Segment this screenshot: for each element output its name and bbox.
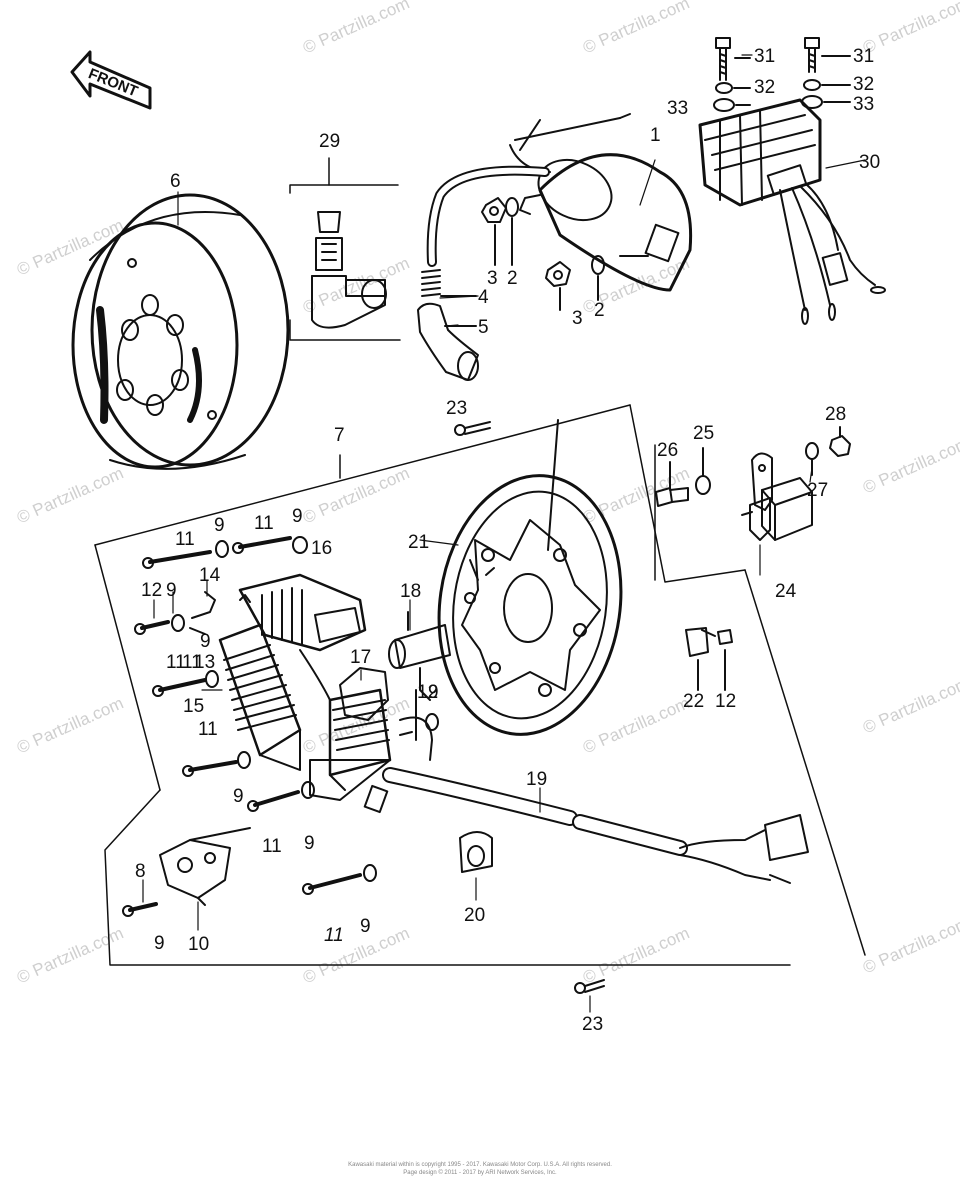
callout-11: 11 — [262, 836, 282, 857]
callout-33: 33 — [853, 94, 875, 115]
callout-9: 9 — [166, 580, 177, 601]
contact-breaker — [159, 827, 251, 906]
callout-9: 9 — [360, 916, 371, 937]
callout-9: 9 — [154, 933, 165, 954]
callout-31: 31 — [853, 46, 875, 67]
callout-32: 32 — [754, 77, 776, 98]
callout-25: 25 — [693, 423, 715, 444]
part-29-bracket — [289, 157, 401, 341]
callout-18: 18 — [400, 581, 422, 602]
callout-8: 8 — [135, 861, 146, 882]
callout-11: 11 — [198, 719, 218, 740]
ignition-coil — [426, 113, 693, 292]
grommet — [459, 831, 493, 873]
callout-32: 32 — [853, 74, 875, 95]
nut-washer-lower — [545, 255, 605, 311]
regulator-bolts — [713, 37, 851, 112]
regulator-rectifier — [698, 98, 886, 325]
callout-28: 28 — [825, 404, 847, 425]
callout-11: 11 — [324, 925, 344, 946]
callout-33: 33 — [667, 98, 689, 119]
callout-12: 12 — [715, 691, 737, 712]
callout-7: 7 — [334, 425, 345, 446]
callout-9: 9 — [200, 631, 211, 652]
spark-plug-cap — [311, 211, 387, 329]
callout-15: 15 — [183, 696, 205, 717]
callout-12: 12 — [141, 580, 163, 601]
callout-2: 2 — [594, 300, 605, 321]
callout-9: 9 — [233, 786, 244, 807]
callout-11: 11 — [166, 652, 186, 673]
callout-3: 3 — [487, 268, 498, 289]
callout-19: 19 — [526, 769, 548, 790]
callout-11: 11 — [175, 529, 195, 550]
callout-27: 27 — [807, 480, 829, 501]
stator-assembly-outline — [94, 404, 866, 966]
flywheel-rotor — [71, 193, 290, 470]
callout-24: 24 — [775, 581, 797, 602]
callout-29: 29 — [319, 131, 341, 152]
callout-26: 26 — [657, 440, 679, 461]
callout-20: 20 — [464, 905, 486, 926]
callout-2: 2 — [507, 268, 518, 289]
stator-plate — [437, 419, 623, 736]
callout-30: 30 — [859, 152, 881, 173]
bolt-washer-26-25 — [655, 447, 711, 507]
callout-10: 10 — [188, 934, 210, 955]
relay-unit — [741, 426, 851, 541]
screw-23-upper — [454, 421, 491, 436]
spring-and-boot — [417, 269, 479, 381]
callout-21: 21 — [408, 532, 430, 553]
stator-coils — [218, 573, 451, 814]
screws-stator — [122, 536, 605, 994]
callout-6: 6 — [170, 171, 181, 192]
leader-lines — [142, 54, 866, 1013]
callout-11: 11 — [254, 513, 274, 534]
callout-13: 13 — [194, 652, 216, 673]
callout-11: 11 — [182, 652, 202, 673]
callout-3: 3 — [572, 308, 583, 329]
wire-harness — [382, 689, 809, 884]
callout-14: 14 — [199, 565, 221, 586]
nut-washer-upper — [481, 197, 519, 266]
clamp-22 — [685, 627, 733, 691]
callout-22: 22 — [683, 691, 705, 712]
callout-1: 1 — [650, 125, 661, 146]
callout-17: 17 — [350, 647, 372, 668]
callout-9: 9 — [428, 682, 439, 703]
copyright-footer: Kawasaki material within is copyright 19… — [348, 1162, 612, 1168]
callout-23: 23 — [582, 1014, 604, 1035]
callout-31: 31 — [754, 46, 776, 67]
callout-4: 4 — [478, 287, 489, 308]
front-arrow-icon: FRONT — [70, 50, 152, 110]
callout-9: 9 — [214, 515, 225, 536]
callout-5: 5 — [478, 317, 489, 338]
callout-12: 12 — [417, 682, 439, 703]
callout-16: 16 — [311, 538, 333, 559]
callout-9: 9 — [304, 833, 315, 854]
copyright-footer: Page design © 2011 - 2017 by ARI Network… — [403, 1170, 557, 1176]
callout-23: 23 — [446, 398, 468, 419]
callout-9: 9 — [292, 506, 303, 527]
